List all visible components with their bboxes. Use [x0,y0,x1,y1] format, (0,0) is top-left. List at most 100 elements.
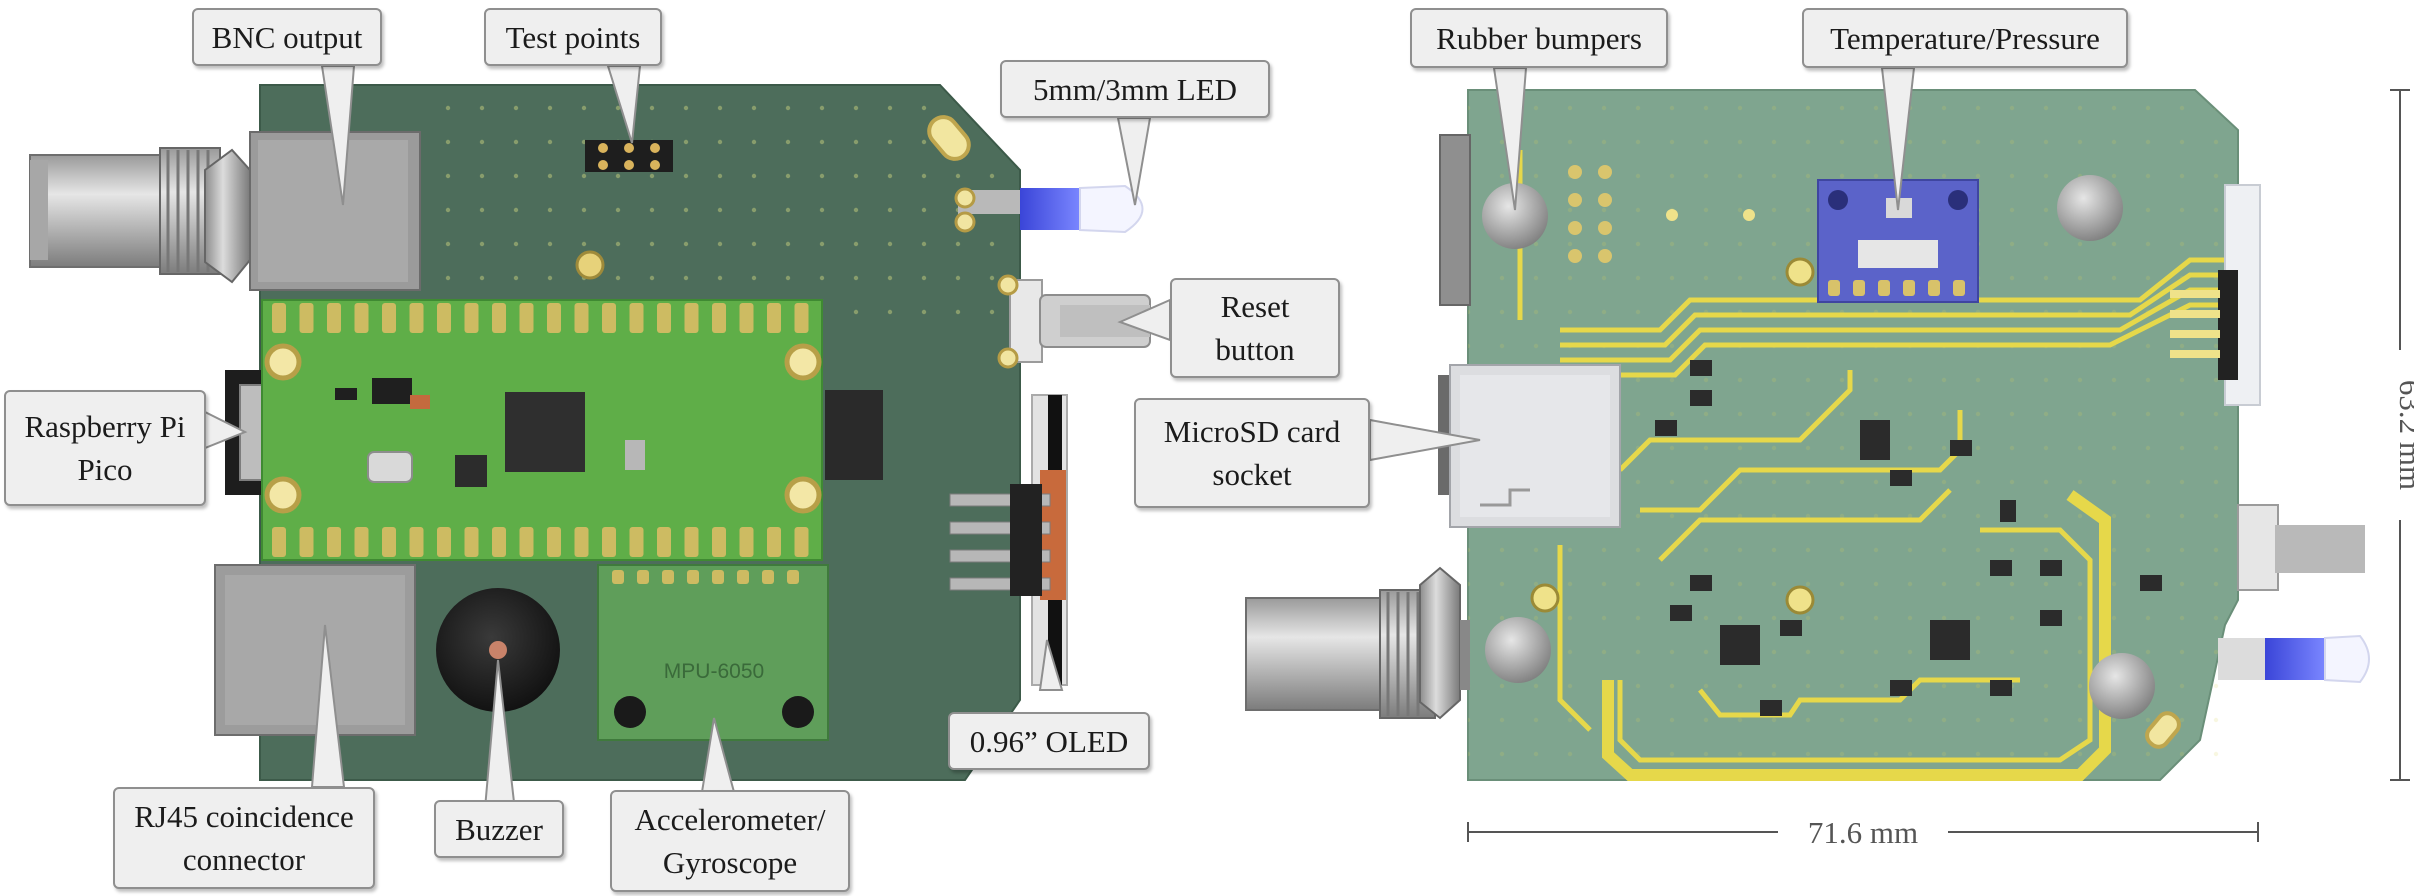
pad [767,527,781,557]
callout-microsd: MicroSD card socket [1134,398,1370,508]
callout-bnc-output: BNC output [192,8,382,66]
callout-rj45-line2: connector [182,842,306,877]
rubber-bumper-bottom-right [2089,653,2155,719]
callout-raspberry-pi-pico: Raspberry Pi Pico [4,390,206,506]
callout-oled-text: 0.96” OLED [969,723,1129,759]
pad [574,527,589,557]
pad [492,527,506,557]
pad [437,527,451,557]
callout-pico-line2: Pico [77,452,133,487]
pad [794,303,809,333]
pad [637,570,649,584]
callout-temperature-pressure: Temperature/Pressure [1802,8,2128,68]
pad [1928,280,1940,296]
bnc-connector [29,131,421,291]
pad [662,570,674,584]
microsd-socket [1438,364,1621,528]
pad [1828,280,1840,296]
pad [437,303,451,333]
rubber-bumper-top-left [1482,183,1548,249]
pad [382,303,396,333]
smd-components [1655,360,2162,716]
pad [629,527,644,557]
pad [327,303,341,333]
pad [1953,280,1965,296]
callout-microsd-line1: MicroSD card [1163,414,1341,449]
pad [547,303,561,333]
pad [657,303,671,333]
width-dimension-label: 71.6 mm [1808,815,1918,850]
callout-pico-line1: Raspberry Pi [24,409,186,444]
callout-oled: 0.96” OLED [948,712,1150,770]
temperature-pressure-sensor [1817,179,1979,303]
callout-led-text: 5mm/3mm LED [1032,71,1238,107]
pad [519,303,534,333]
pad [272,303,286,333]
rubber-bumper-top-right [2057,175,2123,241]
pad [612,570,624,584]
pad [1903,280,1915,296]
pad [602,527,616,557]
mounting-slot [927,115,971,161]
oled-display [949,394,1068,686]
callout-test-points-text: Test points [505,19,641,55]
pad [657,527,671,557]
pad [464,527,479,557]
pad [547,527,561,557]
pad [354,527,369,557]
pad [629,303,644,333]
callout-buzzer-text: Buzzer [455,811,543,847]
pad [519,527,534,557]
test-points-header [585,140,673,172]
pad [739,527,754,557]
callout-accelerometer: Accelerometer/ Gyroscope [610,790,850,892]
pad [712,527,726,557]
pad [382,527,396,557]
pad [687,570,699,584]
pad [574,303,589,333]
callout-rj45: RJ45 coincidence connector [113,787,375,889]
rj45-connector [214,564,416,736]
callout-led: 5mm/3mm LED [1000,60,1270,118]
callout-test-points: Test points [484,8,662,66]
callout-accelerometer-line1: Accelerometer/ [634,802,826,837]
pin-header-small [825,390,883,480]
bnc-connector-back [1245,566,1470,720]
mpu6050-label: MPU-6050 [664,660,764,683]
callout-reset-button-line2: button [1215,332,1295,367]
height-dimension-label: 63.2 mm [2393,380,2414,490]
pad [299,303,314,333]
callout-buzzer: Buzzer [434,800,564,858]
pad [272,527,286,557]
rubber-bumper-bottom-left [1485,617,1551,683]
pad [354,303,369,333]
callout-rubber-bumpers-text: Rubber bumpers [1436,20,1642,56]
pad [602,303,616,333]
led-component [954,184,1144,234]
callout-rubber-bumpers: Rubber bumpers [1410,8,1668,68]
callout-rj45-line1: RJ45 coincidence [134,799,354,834]
left-board: MPU-6050 [29,84,1151,781]
pad [794,527,809,557]
pad [767,303,781,333]
pad [409,303,424,333]
pad [1878,280,1890,296]
callout-bnc-output-text: BNC output [211,19,363,55]
led-back [2218,634,2370,684]
pad [684,303,699,333]
pad [1853,280,1865,296]
pad [739,303,754,333]
callout-reset-button: Reset button [1170,278,1340,378]
mpu6050-module: MPU-6050 [597,564,829,741]
right-board [1245,89,2370,781]
pad [684,527,699,557]
callout-accelerometer-line2: Gyroscope [662,845,798,880]
pad [712,570,724,584]
pad [299,527,314,557]
callout-reset-button-line1: Reset [1220,289,1290,324]
pad [409,527,424,557]
callout-microsd-line2: socket [1212,457,1292,492]
pad [712,303,726,333]
pad [787,570,799,584]
